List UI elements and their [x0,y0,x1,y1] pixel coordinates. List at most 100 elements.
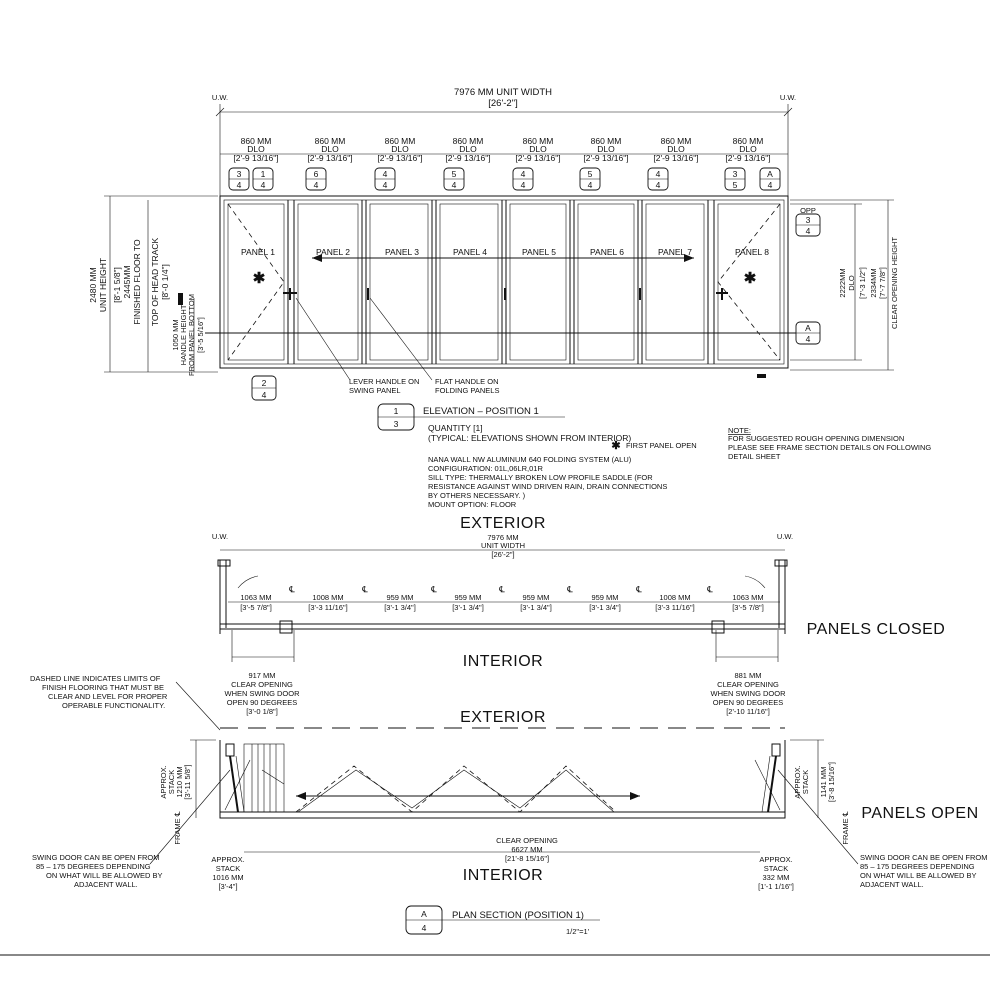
tag-den: 4 [262,390,267,400]
swing-note-right-leader [777,769,859,865]
arrow-left-icon [312,254,322,262]
tag-den: 4 [588,180,593,190]
clear-left-5: [3'-0 1/8"] [246,707,278,716]
stack-left-h-3: 1016 MM [212,873,243,882]
panel-label-4: PANEL 4 [453,247,487,257]
tag-num: 3 [733,169,738,179]
tag-num: 5 [588,169,593,179]
frame-cl-left: FRAME ℄ [173,810,182,844]
floor-to-track-l2: TOP OF HEAD TRACK [150,238,160,327]
title-block-plan: A 4 PLAN SECTION (POSITION 1) 1/2"=1' [405,905,600,936]
detail-num: 1 [394,406,399,416]
tag-bottom: 24 [251,375,277,401]
stack-left-v-2: STACK [167,770,176,794]
tag-num: 2 [262,378,267,388]
panel-label-7: PANEL 7 [658,247,692,257]
spec-line-6: MOUNT OPTION: FLOOR [428,500,517,509]
handle-height-l1: HANDLE HEIGHT [179,304,188,365]
panel-dim-imp-8: [3'-5 7/8"] [732,603,764,612]
dlo-label-1: DLO [247,144,265,154]
spec-line-3: SILL TYPE: THERMALLY BROKEN LOW PROFILE … [428,473,653,482]
handle-height-imp: [3'-5 5/16"] [196,317,205,353]
tag-num: 4 [521,169,526,179]
stack-right-v-3: 1141 MM [819,767,828,798]
tag-opp: 34 [795,213,821,237]
dashed-note-leader [175,681,221,731]
plan-panels-closed: EXTERIOR U.W. U.W. 7976 MM UNIT WIDTH [2… [212,515,945,716]
clear-right-3: WHEN SWING DOOR [711,689,787,698]
clear-left-3: WHEN SWING DOOR [225,689,301,698]
stack-left-h-1: APPROX. [211,855,244,864]
tag-num: 1 [261,169,266,179]
plan-detail-num: A [421,909,427,919]
flat-note-1: FLAT HANDLE ON [435,377,499,386]
panel-label-6: PANEL 6 [590,247,624,257]
dlo-mm-4: 860 MM [453,136,484,146]
cl-marker: ℄ [361,584,368,594]
panel-dim-imp-1: [3'-5 7/8"] [240,603,272,612]
clear-right-2: CLEAR OPENING [717,680,779,689]
tag-den: 4 [237,180,242,190]
quantity: QUANTITY [1] [428,423,483,433]
tag-num: 4 [383,169,388,179]
stack-right-h-3: 332 MM [762,873,789,882]
tag-den: 4 [768,180,773,190]
tag: 44 [647,167,669,191]
panel-dim-imp-6: [3'-1 3/4"] [589,603,621,612]
plan-scale: 1/2"=1' [566,927,590,936]
dlo-imp-7: [2'-9 13/16"] [653,153,698,163]
fold-path-zigzag [295,765,617,813]
clear-opening-3: [21'-8 15/16"] [505,854,549,863]
panel-dim-mm-4: 959 MM [454,593,481,602]
frame-closed [217,559,788,634]
panel-label-5: PANEL 5 [522,247,556,257]
panel-dim-mm-3: 959 MM [386,593,413,602]
tag-num: 5 [452,169,457,179]
handle-height-l2: FROM PANEL BOTTOM [187,294,196,376]
clear-left-2: CLEAR OPENING [231,680,293,689]
swing-note-left-1: SWING DOOR CAN BE OPEN FROM [32,853,160,862]
plan-width-imp: [26'-2"] [491,550,514,559]
stacked-panels-left [243,743,285,813]
handle-marker [178,293,183,305]
dlo-imp-8: [2'-9 13/16"] [725,153,770,163]
dlo-label-4: DLO [459,144,477,154]
cl-marker: ℄ [288,584,295,594]
lever-note-1: LEVER HANDLE ON [349,377,419,386]
tag-den: 4 [261,180,266,190]
tag-num: 6 [314,169,319,179]
fold-path-inner [297,769,615,813]
panel-dim-mm-5: 959 MM [522,593,549,602]
asterisk-icon: ✱ [611,440,620,452]
dlo-label-7: DLO [667,144,685,154]
swing-door-left [229,755,239,813]
tag-num: 3 [237,169,242,179]
panel-dim-mm-1: 1063 MM [240,593,271,602]
tag: 44 [512,167,534,191]
tag-den: 4 [452,180,457,190]
cl-marker: ℄ [498,584,505,594]
dlo-height-imp: [7'-3 1/2"] [858,267,867,299]
arrow-right-icon [684,254,694,262]
swing-arc-left [237,575,259,589]
tag: 14 [252,167,274,191]
handle-height-mm: 1050 MM [171,319,180,350]
dashed-note-1: DASHED LINE INDICATES LIMITS OF [30,674,161,683]
panel-label-3: PANEL 3 [385,247,419,257]
tag-den: 4 [656,180,661,190]
unit-height-mm: 2480 MM [88,267,98,302]
floor-to-track-l1: FINISHED FLOOR TO [132,239,142,325]
panel-dim-imp-4: [3'-1 3/4"] [452,603,484,612]
dlo-dimension-row: 860 MM DLO [2'-9 13/16"] 860 MM DLO [2'-… [220,136,788,163]
dlo-label-8: DLO [739,144,757,154]
first-panel-asterisk-left: ✱ [253,270,266,287]
plan-detail-den: 4 [422,923,427,933]
clear-right-1: 881 MM [734,671,761,680]
stack-right-v-4: [3'-8 15/16"] [827,762,836,802]
arrow-right-icon [630,792,640,800]
tag-den: 4 [314,180,319,190]
swing-note-right-2: 85 – 175 DEGREES DEPENDING [860,862,975,871]
tag-den: 4 [806,226,811,236]
clear-height-mm: 2334MM [869,268,878,297]
panel-dim-mm-7: 1008 MM [659,593,690,602]
